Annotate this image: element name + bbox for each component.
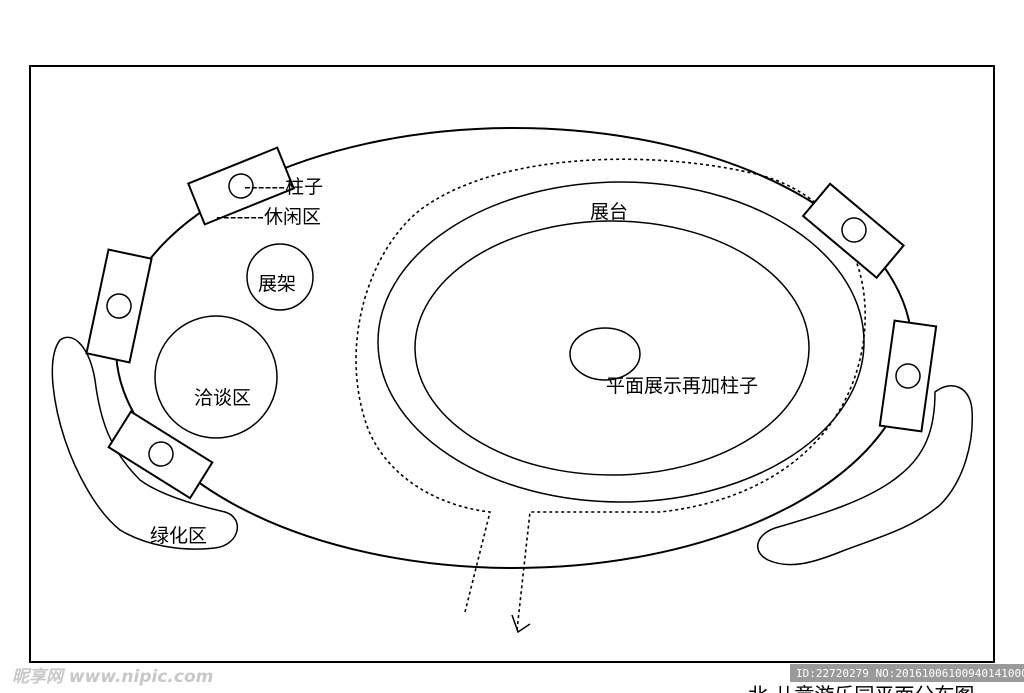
center-pillar — [569, 327, 641, 381]
path-arrow-icon — [511, 614, 531, 634]
id-bar — [790, 664, 1024, 682]
meeting-area-label: 洽谈区 — [194, 387, 251, 409]
green-area-left — [51, 336, 239, 550]
id-watermark: ID:22720279 NO:20161006100940141000 — [796, 667, 1024, 680]
rest-area-unit-top — [186, 146, 296, 226]
display-rack-circle — [246, 243, 314, 311]
meeting-area-circle — [154, 315, 278, 439]
flat-display-label: 平面展示再加柱子 — [606, 375, 758, 397]
pillar-label: ------柱子 — [244, 176, 323, 198]
outer-frame — [29, 65, 995, 663]
plan-caption: 北 儿童游乐园平面分布图 — [748, 683, 974, 693]
green-area-label: 绿化区 — [150, 525, 207, 547]
rest-area-unit-lower-left — [107, 410, 214, 500]
display-rack-label: 展架 — [258, 273, 296, 295]
rest-area-unit-right — [878, 319, 938, 433]
booth-outer-ring — [377, 181, 865, 503]
green-area-right — [757, 385, 974, 566]
rest-area-unit-top-right — [801, 182, 906, 280]
rest-area-label: -------休闲区 — [216, 206, 321, 228]
booth-inner-ring — [414, 220, 810, 476]
site-watermark: 昵享网 www.nipic.com — [12, 667, 213, 687]
rest-area-unit-left — [85, 248, 153, 364]
booth-label: 展台 — [590, 201, 628, 223]
